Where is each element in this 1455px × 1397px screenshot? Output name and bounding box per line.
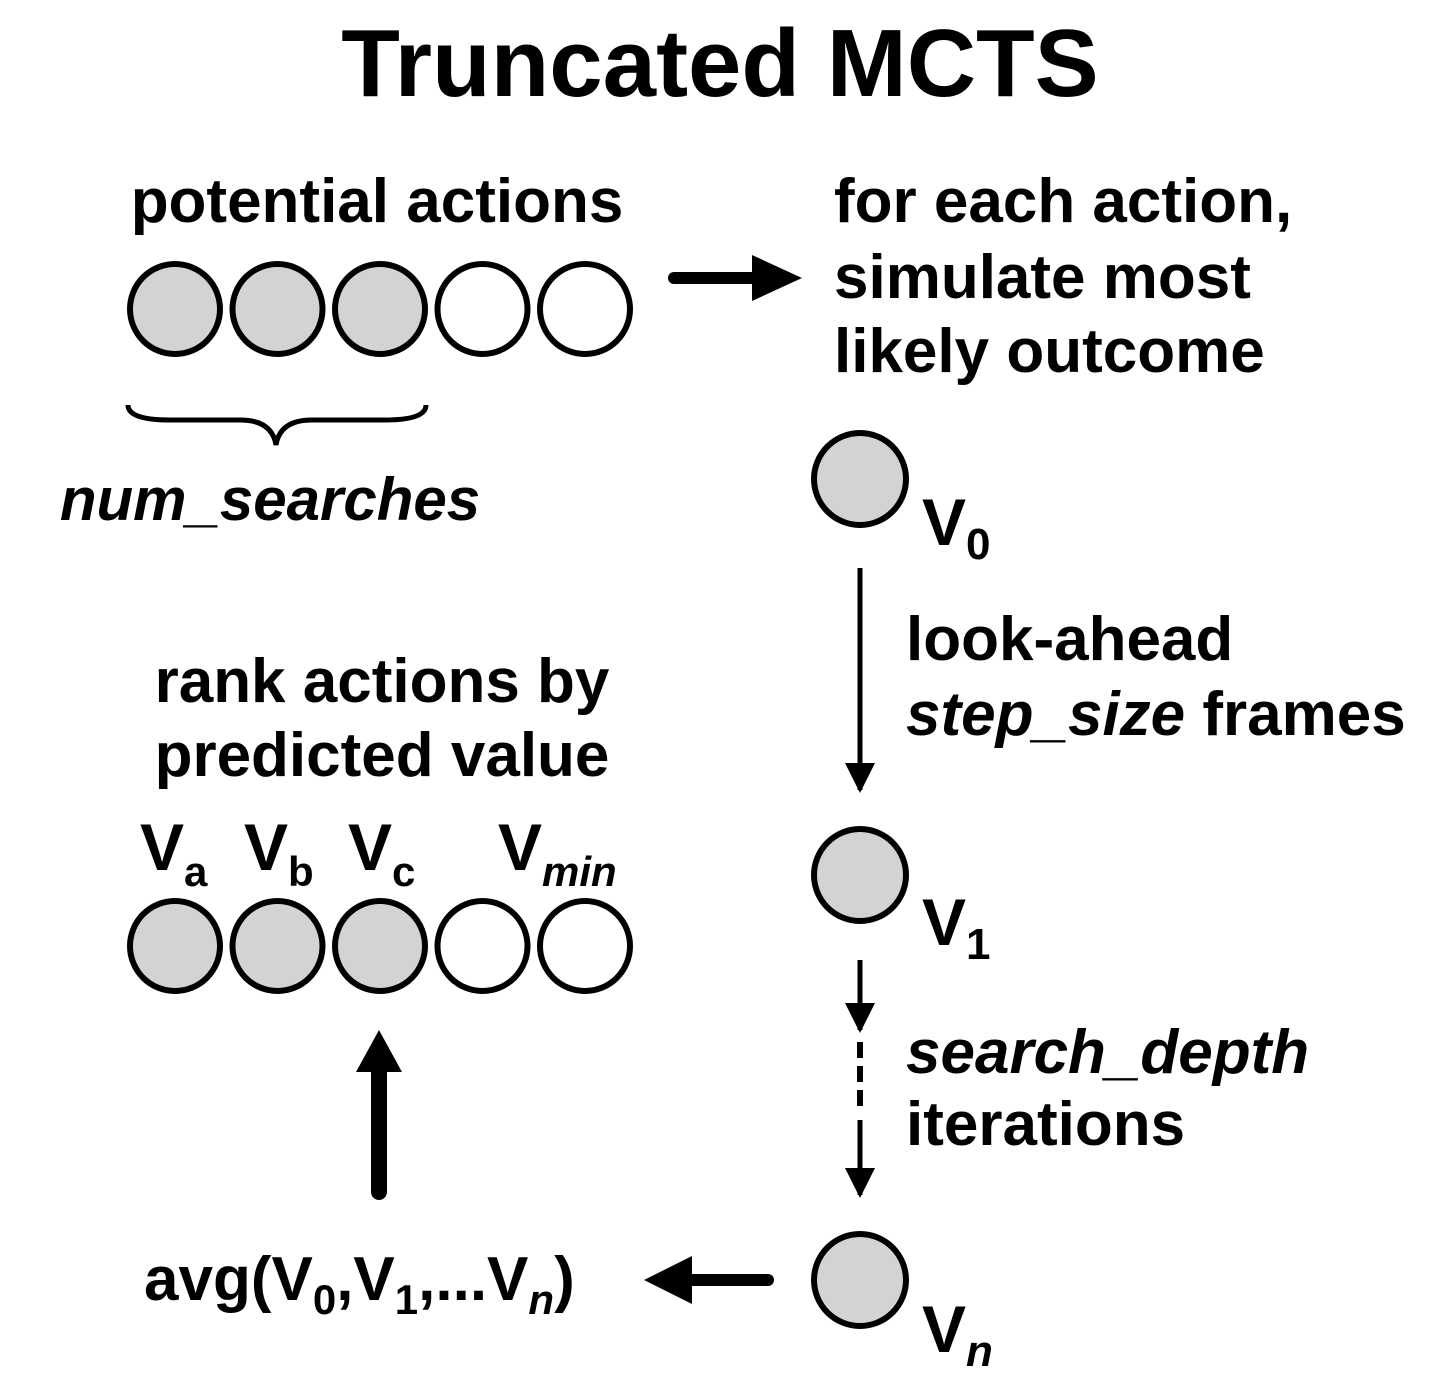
rank-line-2: predicted value — [155, 721, 610, 790]
potential-action-node-4 — [434, 261, 531, 357]
potential-action-node-3 — [332, 261, 428, 357]
rank-label-min: Vmin — [498, 810, 617, 895]
v1-node — [811, 826, 909, 924]
potential-actions-label: potential actions — [131, 167, 624, 236]
num-searches-label: num_searches — [60, 466, 480, 533]
rank-arrow-head — [356, 1030, 402, 1072]
simulate-line-1: for each action, — [834, 167, 1292, 236]
ranked-action-node-1 — [127, 898, 223, 994]
v1-label: V1 — [922, 885, 991, 969]
depth-dots — [857, 1042, 863, 1106]
v0-node — [811, 430, 909, 528]
average-label: avg(V0,V1,...Vn) — [144, 1245, 575, 1323]
lookahead-line-2: step_size frames — [906, 680, 1406, 749]
rank-label-b: Vb — [244, 810, 314, 895]
iterations-label: iterations — [906, 1090, 1185, 1159]
num-searches-brace — [125, 404, 429, 446]
potential-action-node-5 — [537, 261, 633, 357]
rank-label-c: Vc — [348, 810, 415, 895]
simulate-arrow-head — [752, 255, 802, 301]
potential-action-node-1 — [127, 261, 223, 357]
ranked-action-node-2 — [229, 898, 326, 994]
v0-label: V0 — [922, 485, 991, 569]
potential-action-node-2 — [229, 261, 326, 357]
rank-label-a: Va — [140, 810, 208, 895]
vn-node — [811, 1231, 909, 1329]
average-arrow-head — [644, 1256, 692, 1304]
simulate-line-3: likely outcome — [834, 317, 1265, 386]
diagram-title: Truncated MCTS — [341, 10, 1098, 117]
lookahead-line-1: look-ahead — [906, 605, 1233, 674]
search-depth-label: search_depth — [906, 1018, 1309, 1087]
ranked-action-node-5 — [537, 898, 633, 994]
simulate-line-2: simulate most — [834, 243, 1251, 312]
vn-label: Vn — [922, 1292, 993, 1376]
ranked-actions-nodes — [127, 898, 633, 994]
potential-actions-nodes — [127, 261, 633, 357]
ranked-action-node-4 — [434, 898, 531, 994]
rank-line-1: rank actions by — [155, 647, 610, 716]
ranked-action-node-3 — [332, 898, 428, 994]
